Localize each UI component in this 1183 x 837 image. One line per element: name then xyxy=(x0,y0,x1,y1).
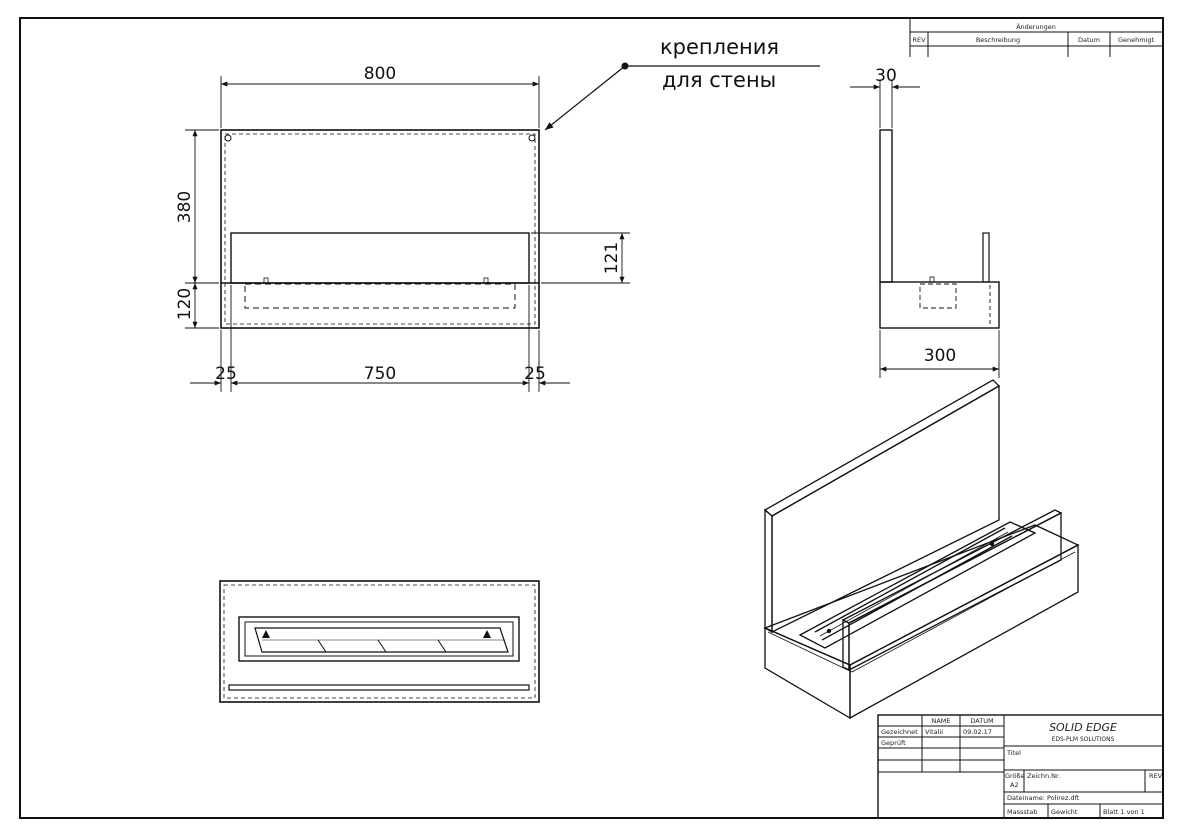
dim-offset-right: 25 xyxy=(524,364,546,384)
isometric-view xyxy=(763,379,1080,720)
title-block-size-label: Größe xyxy=(1005,772,1025,780)
annotation-leader-arrow xyxy=(544,65,626,131)
front-view-dimension-lines xyxy=(185,76,630,392)
title-block-brand-sub: EDS-PLM SOLUTIONS xyxy=(1052,736,1115,743)
title-block-size-value: A2 xyxy=(1010,781,1019,789)
title-block-scale-label: Massstab xyxy=(1007,808,1037,816)
dim-side-thickness: 30 xyxy=(875,66,897,86)
top-view-marker-left xyxy=(262,630,270,638)
top-view-marker-right xyxy=(483,630,491,638)
side-view xyxy=(879,129,1000,329)
sheet-border xyxy=(19,17,1164,819)
dim-height-front: 121 xyxy=(602,242,622,274)
annotation-leader-dot xyxy=(621,62,629,70)
title-block-drawn-date: 09.02.17 xyxy=(963,728,992,736)
revision-table-title: Änderungen xyxy=(1016,22,1056,31)
title-block-file-name: Dateiname: Polirez.dft xyxy=(1007,794,1080,802)
dim-width-inner: 750 xyxy=(364,364,396,384)
revision-table xyxy=(909,18,1163,57)
title-block-sheet-label: Blatt 1 von 1 xyxy=(1103,808,1145,816)
revision-col-description: Beschreibung xyxy=(976,36,1020,44)
dim-width-total: 800 xyxy=(364,64,396,84)
annotation-wall-mount-line2: для стены xyxy=(662,68,776,92)
title-block-title-label: Titel xyxy=(1006,749,1021,757)
isometric-marker-left xyxy=(826,628,832,634)
title-block-row-drawn: Gezeichnet xyxy=(881,728,918,736)
title-block-col-name: NAME xyxy=(931,717,950,725)
dim-side-depth: 300 xyxy=(924,346,956,366)
front-view xyxy=(220,129,540,329)
dim-offset-left: 25 xyxy=(215,364,237,384)
dim-height-base: 120 xyxy=(175,288,195,320)
revision-col-date: Datum xyxy=(1078,36,1100,44)
annotation-wall-mount-line1: крепления xyxy=(660,35,779,59)
side-view-dimension-lines xyxy=(850,80,1000,378)
revision-col-approved: Genehmigt xyxy=(1118,36,1155,44)
title-block-drawing-no-label: Zeichn.Nr. xyxy=(1027,772,1060,780)
title-block-rev-label: REV xyxy=(1149,772,1163,780)
dim-height-back: 380 xyxy=(175,191,195,223)
title-block-col-date: DATUM xyxy=(970,717,993,725)
title-block-weight-label: Gewicht xyxy=(1051,808,1078,816)
revision-col-rev: REV xyxy=(912,36,926,44)
title-block-row-checked: Geprüft xyxy=(881,739,906,747)
title-block-drawn-name: Vitalii xyxy=(925,728,943,736)
title-block xyxy=(877,714,1164,819)
title-block-brand: SOLID EDGE xyxy=(1049,721,1117,734)
top-view xyxy=(219,580,540,703)
isometric-marker-right xyxy=(989,541,995,547)
